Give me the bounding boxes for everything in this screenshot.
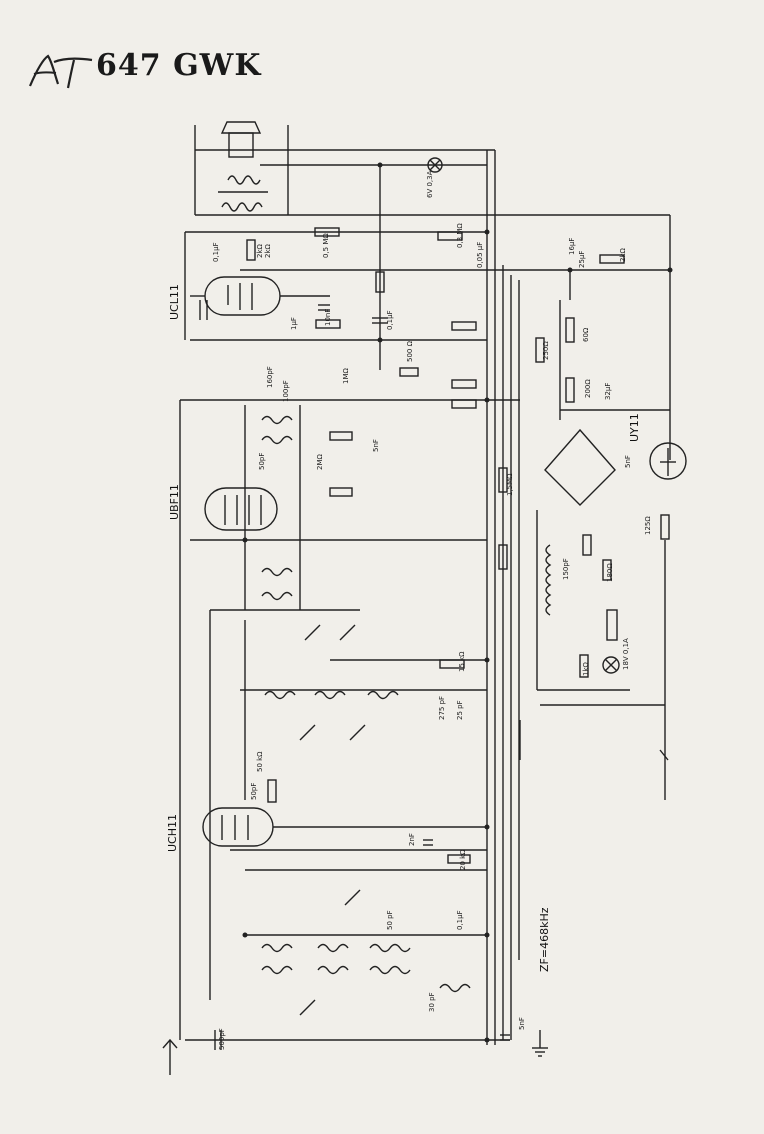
component-value-label: 100pF [282,380,290,402]
component-value-label: 0,5 MΩ [322,233,330,258]
component-value-label: 250Ω [542,341,550,360]
component-value-label: 5nF [372,439,380,452]
component-value-label: 0,05 µF [476,242,484,268]
component-value-label: 1,5MΩ [506,473,514,496]
component-value-label: 2nF [408,833,416,846]
component-value-label: 2kΩ [619,247,627,262]
component-value-label: 5nF [624,455,632,468]
component-labels: 0,1µF 2kΩ 0,5 MΩ 0,3 MΩ 0,05 µF 2kΩ 1µF 10nF 0,1… [212,170,652,1050]
component-value-label: 275 pF [438,696,446,720]
if-frequency-label: ZF=468kHz [538,907,551,972]
component-value-label: 15 kΩ [458,651,466,672]
component-value-label: 1MΩ [342,368,350,384]
component-value-label: 2MΩ [316,454,324,470]
component-value-label: 2kΩ [264,243,272,258]
page-title: 647 GWK [96,48,262,83]
component-value-label: 50 pF [386,910,394,930]
component-value-label: 60Ω [582,327,590,342]
tube-label-uch11: UCH11 [166,814,179,852]
component-value-label: 30 pF [428,992,436,1012]
component-value-label: 160pF [266,366,274,388]
component-value-label: 50pF [258,453,266,470]
component-value-label: 0,1µF [212,242,220,262]
component-value-label: 500 Ω [406,340,414,362]
component-value-label: 0,1µF [456,910,464,930]
component-value-label: 5nF [518,1017,526,1030]
component-value-label: 500pF [218,1028,226,1050]
component-value-label: 180Ω [606,563,614,582]
component-value-label: 125Ω [644,516,652,535]
component-value-label: 32µF [604,383,612,400]
component-value-label: 150pF [562,558,570,580]
component-value-label: 25µF [578,251,586,268]
component-value-label: 2kΩ [256,243,264,258]
component-value-label: 50pF [250,783,258,800]
tube-label-ucl11: UCL11 [168,284,181,320]
component-value-label: 25 pF [456,700,464,720]
component-value-label: 50 kΩ [256,751,264,772]
component-value-label: 6V 0,3A [426,170,434,198]
component-value-label: 18V 0,1A [622,638,630,670]
component-value-label: 1µF [290,317,298,330]
tube-label-ubf11: UBF11 [168,484,181,520]
component-value-label: 20 kΩ [459,849,467,870]
brand-logo [28,54,93,89]
component-value-label: 0,3 MΩ [456,223,464,248]
component-value-label: 10nF [324,309,332,326]
component-value-label: 200Ω [584,379,592,398]
component-value-label: 0,1µF [386,310,394,330]
component-value-label: 16µF [568,238,576,255]
tube-label-uy11: UY11 [628,413,641,442]
component-value-label: 1kΩ [582,661,590,676]
